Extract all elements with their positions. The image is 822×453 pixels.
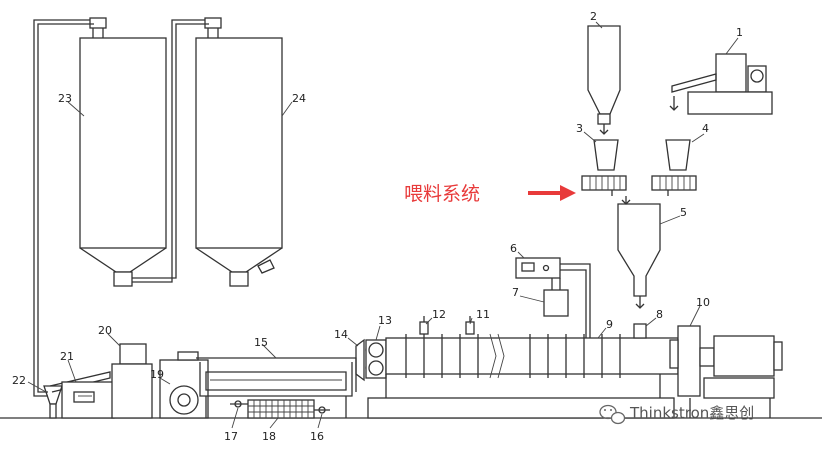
dryer-20 — [111, 343, 153, 419]
feeder-4 — [651, 139, 697, 196]
part-label-16: 16 — [310, 430, 324, 443]
part-label-14: 14 — [334, 328, 348, 341]
feed-throat-8 — [633, 323, 647, 339]
silo-23 — [79, 17, 167, 287]
part-label-1: 1 — [736, 26, 743, 39]
control-box-6 — [515, 257, 591, 338]
motor — [689, 335, 783, 418]
hopper-2 — [587, 25, 621, 135]
feeder-3 — [581, 139, 627, 196]
part-label-12: 12 — [432, 308, 446, 321]
feeding-system-callout: 喂料系统 — [404, 183, 576, 205]
gearbox-10 — [669, 325, 701, 397]
silo-24 — [195, 17, 283, 287]
dosing-unit-7 — [543, 278, 569, 317]
part-label-23: 23 — [58, 92, 72, 105]
part-label-8: 8 — [656, 308, 663, 321]
part-label-13: 13 — [378, 314, 392, 327]
extruder-barrel — [367, 316, 679, 419]
part-label-19: 19 — [150, 368, 164, 381]
part-label-18: 18 — [262, 430, 276, 443]
filter-grid-18 — [247, 399, 315, 419]
part-label-6: 6 — [510, 242, 517, 255]
part-label-5: 5 — [680, 206, 687, 219]
part-label-21: 21 — [60, 350, 74, 363]
part-label-7: 7 — [512, 286, 519, 299]
part-label-15: 15 — [254, 336, 268, 349]
part-label-20: 20 — [98, 324, 112, 337]
part-label-22: 22 — [12, 374, 26, 387]
part-label-11: 11 — [476, 308, 490, 321]
part-label-9: 9 — [606, 318, 613, 331]
screen-changer-13 — [365, 339, 387, 379]
wechat-icon — [599, 404, 626, 425]
arrow-right-icon — [560, 185, 576, 201]
part-label-3: 3 — [576, 122, 583, 135]
part-number-labels: 1 2 3 4 5 6 7 8 9 10 11 12 13 14 15 16 1… — [12, 10, 743, 443]
blower-19 — [159, 351, 209, 419]
leader-lines — [27, 21, 739, 429]
conveyor-21 — [49, 371, 115, 419]
watermark: Thinkstron鑫思创 — [599, 404, 754, 425]
part-label-4: 4 — [702, 122, 709, 135]
callout-label: 喂料系统 — [404, 183, 480, 205]
pump-16-17 — [230, 400, 330, 414]
conveying-pipes — [33, 19, 209, 397]
watermark-text: Thinkstron鑫思创 — [629, 404, 754, 422]
part-label-17: 17 — [224, 430, 238, 443]
die-head-14 — [355, 338, 365, 382]
feed-hopper-22 — [43, 385, 63, 419]
part-label-2: 2 — [590, 10, 597, 23]
part-label-24: 24 — [292, 92, 306, 105]
mixing-hopper-5 — [617, 196, 661, 309]
mixer-unit-1 — [669, 53, 773, 115]
part-label-10: 10 — [696, 296, 710, 309]
